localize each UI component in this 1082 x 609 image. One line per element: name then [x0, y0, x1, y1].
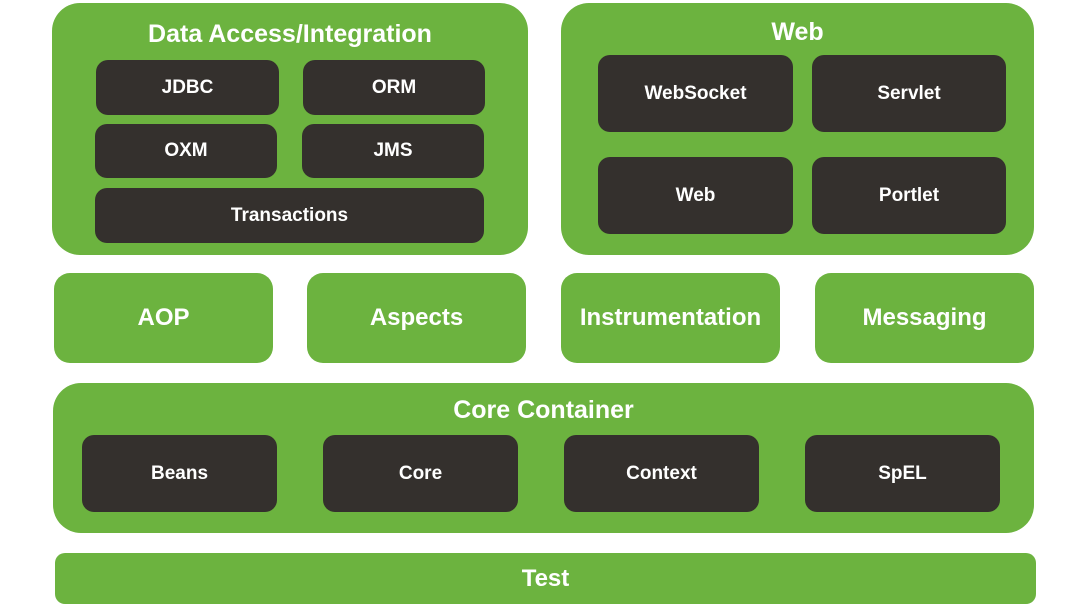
- core-container-group: Core Container Beans Core Context SpEL: [53, 383, 1034, 533]
- web-title: Web: [771, 18, 824, 46]
- module-web: Web: [598, 157, 793, 234]
- module-jms: JMS: [302, 124, 484, 178]
- module-orm: ORM: [303, 60, 485, 115]
- module-context: Context: [564, 435, 759, 512]
- module-aspects: Aspects: [307, 273, 526, 363]
- module-oxm: OXM: [95, 124, 277, 178]
- data-access-title: Data Access/Integration: [148, 20, 432, 48]
- module-messaging: Messaging: [815, 273, 1034, 363]
- module-transactions: Transactions: [95, 188, 484, 243]
- module-beans: Beans: [82, 435, 277, 512]
- core-container-title: Core Container: [453, 396, 634, 424]
- module-core: Core: [323, 435, 518, 512]
- module-test: Test: [55, 553, 1036, 604]
- web-group: Web WebSocket Servlet Web Portlet: [561, 3, 1034, 255]
- data-access-integration-group: Data Access/Integration JDBC ORM OXM JMS…: [52, 3, 528, 255]
- module-aop: AOP: [54, 273, 273, 363]
- module-portlet: Portlet: [812, 157, 1006, 234]
- module-spel: SpEL: [805, 435, 1000, 512]
- module-websocket: WebSocket: [598, 55, 793, 132]
- module-instrumentation: Instrumentation: [561, 273, 780, 363]
- module-servlet: Servlet: [812, 55, 1006, 132]
- module-jdbc: JDBC: [96, 60, 279, 115]
